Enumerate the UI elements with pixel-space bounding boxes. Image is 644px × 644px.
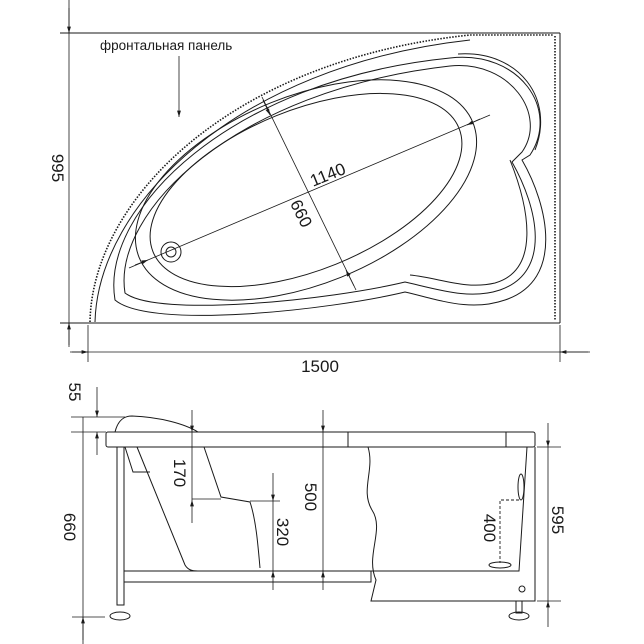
dim-depth-label: 995: [48, 154, 67, 182]
arrow: [134, 259, 149, 266]
dim-line-bowl-width: [261, 96, 357, 291]
headrest-outline: [457, 53, 542, 151]
dim-body-height-label: 595: [548, 506, 567, 534]
seat-profile: [203, 446, 261, 569]
arrow: [345, 269, 355, 287]
arrow: [466, 118, 481, 126]
dim-total-height-label: 660: [60, 513, 79, 541]
right-leg: [515, 600, 523, 614]
top-view: 995 1500 фронтальная панель 1140 660: [48, 0, 590, 376]
dim-length-label: 1500: [301, 357, 339, 376]
dim-seat-height-label: 320: [273, 518, 292, 546]
panel-screw-icon: [518, 585, 526, 593]
dim-line-overflow: [499, 499, 519, 563]
front-panel-inner-arc: [94, 39, 471, 323]
front-panel-arc: [89, 34, 553, 323]
dim-inner-depth-label: 500: [301, 483, 320, 511]
headrest: [114, 415, 199, 433]
seat-outline: [409, 159, 528, 286]
right-foot: [508, 611, 530, 621]
headrest-pillow: [124, 446, 150, 473]
dim-line-bowl-length: [128, 114, 491, 269]
rim: [105, 431, 536, 448]
drain-outer-icon: [160, 241, 182, 263]
front-panel-cutaway: [366, 446, 536, 602]
dim-overflow-label: 400: [480, 514, 499, 542]
rim-inner-outline: [123, 65, 536, 306]
tub-interior-outline: [136, 446, 528, 572]
front-panel-label: фронтальная панель: [100, 38, 232, 53]
left-leg: [116, 446, 125, 606]
side-view: 55 660 170 320 500 400 595: [60, 383, 567, 644]
rim-outer-outline: [113, 56, 547, 316]
dim-headrest-label: 55: [65, 383, 84, 402]
dim-seat-depth-label: 170: [170, 459, 189, 487]
overflow-icon: [517, 473, 525, 501]
arrow: [262, 99, 271, 116]
left-foot: [109, 611, 131, 621]
dim-bowl-length-label: 1140: [307, 159, 348, 190]
frame-bar: [123, 570, 372, 583]
dim-bowl-width-label: 660: [286, 197, 316, 231]
bowl-inner-ellipse: [149, 92, 463, 288]
